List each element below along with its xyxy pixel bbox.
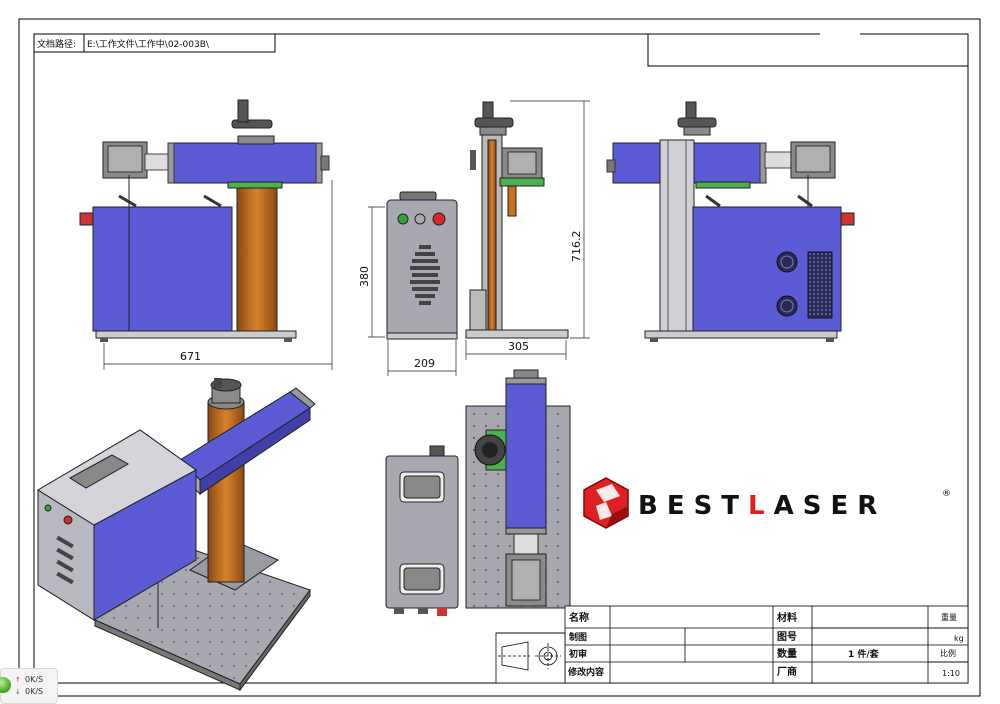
dim-380-label: 380 [358, 266, 371, 287]
tb-scale-value: 1:10 [942, 669, 960, 678]
tb-weight-unit: kg [954, 634, 964, 643]
tb-drawn-label: 制图 [569, 631, 587, 643]
dimension-380: 380 [358, 206, 385, 338]
upload-speed-value: 0K/S [25, 675, 44, 684]
tb-drawing-no-label: 图号 [777, 631, 797, 643]
side-view-column [465, 101, 569, 339]
network-speed-widget[interactable]: ↑ 0K/S ↓ 0K/S [0, 668, 58, 704]
tb-scale-label: 比例 [940, 648, 956, 658]
speed-ball-icon[interactable] [0, 677, 11, 693]
front-view [79, 99, 330, 342]
tb-material-label: 材料 [777, 611, 797, 624]
upload-speed: ↑ 0K/S [15, 674, 55, 685]
tb-name-label: 名称 [569, 611, 589, 624]
dim-305-label: 305 [508, 340, 529, 353]
title-block [495, 605, 969, 684]
tb-quantity-label: 数量 [777, 647, 797, 660]
sheet-border [18, 18, 981, 697]
file-path-label: 文档路径: [37, 38, 76, 50]
top-right-box [647, 33, 969, 67]
title-block-text: 名称 材料 重量 制图 图号 kg 初审 数量 1 件/套 比例 修改内容 厂商… [567, 611, 964, 678]
side-view-cabinet [386, 191, 458, 340]
top-view-cabinet [385, 445, 459, 616]
corner-mark [820, 30, 860, 36]
dim-671-label: 671 [180, 350, 201, 363]
dimension-209: 209 [387, 340, 457, 376]
file-path-value: E:\工作文件\工作中\02-003B\ [87, 38, 210, 50]
file-path-box: 文档路径: E:\工作文件\工作中\02-003B\ [33, 33, 276, 53]
dim-209-label: 209 [414, 357, 435, 370]
logo-text-aser: ASER [774, 491, 887, 521]
dim-716-label: 716.2 [570, 231, 583, 263]
top-view-plate [465, 369, 571, 609]
tb-quantity-value: 1 件/套 [848, 648, 880, 660]
rear-view [606, 101, 855, 342]
svg-text:BESTLASER: BESTLASER [638, 491, 886, 521]
tb-weight-label: 重量 [941, 612, 957, 622]
tb-maker-label: 厂商 [777, 665, 797, 678]
arrow-down-icon: ↓ [15, 688, 21, 696]
isometric-view [37, 378, 316, 692]
registered-mark: ® [942, 489, 951, 499]
dimension-716: 716.2 [510, 100, 590, 339]
dimension-671: 671 [103, 180, 333, 370]
download-speed: ↓ 0K/S [15, 686, 55, 697]
logo-text-l: L [748, 491, 774, 521]
tb-revision-label: 修改内容 [567, 666, 604, 678]
tb-review-label: 初审 [569, 648, 587, 660]
dimension-305: 305 [465, 340, 567, 360]
arrow-up-icon: ↑ [15, 676, 21, 684]
logo-text-best: BEST [638, 491, 748, 521]
download-speed-value: 0K/S [25, 687, 44, 696]
bestlaser-logo: BESTLASER ® [583, 477, 951, 529]
